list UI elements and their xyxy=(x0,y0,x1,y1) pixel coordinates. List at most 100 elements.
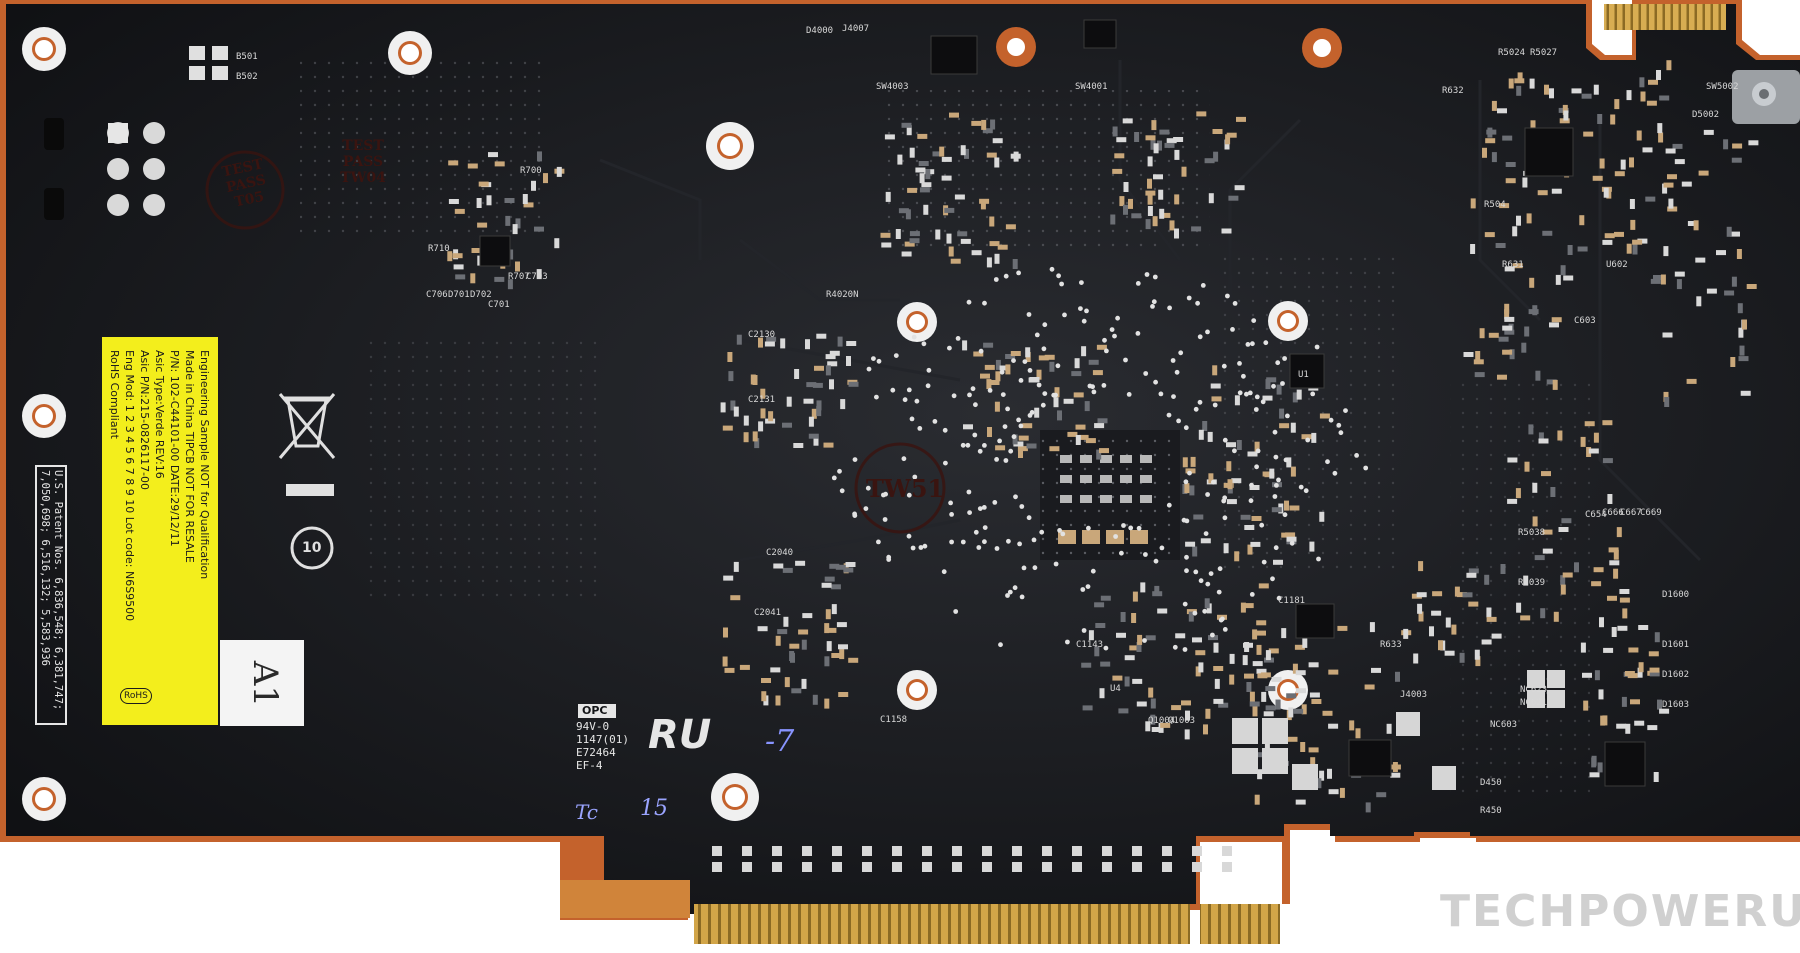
smd-part xyxy=(1281,628,1287,639)
smd-part xyxy=(1542,529,1553,535)
smd-part xyxy=(1254,441,1260,452)
smd-part xyxy=(1567,245,1573,255)
via-dot xyxy=(893,353,899,358)
smd-part xyxy=(1696,296,1702,307)
smd-part xyxy=(1214,678,1220,689)
smd-part xyxy=(1647,725,1658,731)
smd-part xyxy=(1159,129,1170,135)
smd-part xyxy=(1584,421,1595,427)
smd-part xyxy=(840,399,846,410)
via-dot xyxy=(966,299,972,305)
smd-part xyxy=(989,380,1000,385)
via-dot xyxy=(1003,458,1009,463)
smd-part xyxy=(835,564,846,570)
smd-part xyxy=(1184,729,1190,740)
smd-part xyxy=(1174,194,1180,205)
via-dot xyxy=(1202,608,1208,614)
smd-part xyxy=(984,364,995,370)
smd-part xyxy=(1308,747,1319,753)
via-dot xyxy=(1182,647,1188,652)
header-pins xyxy=(107,122,165,216)
smd-part xyxy=(1716,250,1726,256)
smd-part xyxy=(960,145,966,156)
smd-part xyxy=(507,279,513,290)
patent-line-2: 7,050,698; 6,516,132; 5,583,936 xyxy=(39,470,51,666)
smd-part xyxy=(1637,667,1643,678)
smd-part xyxy=(1029,377,1040,382)
via-dot xyxy=(874,394,879,400)
via-dot xyxy=(1176,418,1181,424)
smd-part xyxy=(798,629,809,635)
smd-part xyxy=(1481,639,1492,645)
smd-part xyxy=(453,264,464,270)
smd-part xyxy=(775,695,781,706)
smd-part xyxy=(941,175,952,181)
rohs-mark: RoHS xyxy=(120,688,152,704)
smd-part xyxy=(1468,601,1479,607)
smd-part xyxy=(948,246,954,257)
smd-part xyxy=(1629,199,1635,209)
smd-part xyxy=(1579,215,1585,226)
smd-part xyxy=(760,388,766,399)
ul-line-2: 1147(01) xyxy=(576,733,629,746)
smd-part xyxy=(1563,110,1569,121)
smd-part xyxy=(1265,379,1271,390)
smd-part xyxy=(932,151,943,157)
smd-part xyxy=(722,656,728,667)
smd-part xyxy=(1262,395,1273,401)
smd-part xyxy=(733,561,739,572)
smd-part xyxy=(1208,635,1218,641)
smd-part xyxy=(846,341,857,346)
smd-part xyxy=(1124,655,1135,661)
smd-part xyxy=(1724,290,1735,296)
via-dot xyxy=(886,557,892,562)
via-dot xyxy=(1218,617,1224,623)
smd-part xyxy=(1559,118,1570,124)
via-dot xyxy=(994,457,999,462)
smd-part xyxy=(783,616,789,627)
smd-part xyxy=(1649,671,1660,677)
smd-part xyxy=(1549,322,1559,328)
pad xyxy=(952,862,962,872)
smd-part xyxy=(736,334,742,345)
smd-part xyxy=(941,156,952,162)
smd-part xyxy=(1226,461,1232,472)
via-dot xyxy=(1040,402,1046,408)
pad xyxy=(1042,846,1052,856)
smd-part xyxy=(754,438,760,449)
smd-part xyxy=(1053,397,1059,408)
smd-part xyxy=(1124,676,1130,687)
handwriting-number: 15 xyxy=(640,796,668,821)
smd-part xyxy=(1213,666,1224,671)
smd-part xyxy=(1740,390,1751,396)
smd-part xyxy=(1288,707,1294,718)
smd-part xyxy=(764,341,775,347)
smd-part xyxy=(1653,275,1663,280)
via-dot xyxy=(1245,342,1251,347)
smd-part xyxy=(1599,158,1605,169)
via-dot xyxy=(914,398,920,404)
smd-part xyxy=(1252,706,1258,717)
smd-part xyxy=(1145,721,1151,732)
via-dot xyxy=(906,387,912,393)
via-dot xyxy=(921,341,927,347)
smd-part xyxy=(1225,134,1231,145)
pad xyxy=(1222,846,1232,856)
silkscreen-label: R710 xyxy=(428,244,450,254)
via-dot xyxy=(1260,399,1266,405)
smd-part xyxy=(1322,710,1333,716)
smd-part xyxy=(1275,699,1281,710)
smd-part xyxy=(843,567,854,573)
smd-part xyxy=(1456,592,1467,598)
smd-part xyxy=(1252,629,1258,640)
smd-part xyxy=(1563,275,1574,281)
pad xyxy=(1192,862,1202,872)
smd-part xyxy=(470,273,476,284)
pad xyxy=(1042,862,1052,872)
smd-part xyxy=(1251,516,1262,521)
smd-part xyxy=(1738,356,1749,362)
smd-part xyxy=(999,365,1010,371)
smd-part xyxy=(1319,770,1325,781)
smd-part xyxy=(531,180,536,191)
smd-part xyxy=(1226,499,1237,505)
